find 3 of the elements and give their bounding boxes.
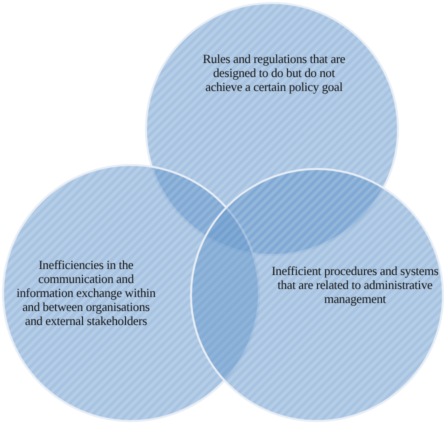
circle-label: Inefficient procedures and systems that are related to administrative management xyxy=(270,264,440,306)
circle-label: Inefficiencies in the communication and information exchange within and between organisations and external stakeholders xyxy=(16,258,156,328)
circle-label: Rules and regulations that are designed to do but do not achieve a certain policy goal xyxy=(202,52,346,94)
